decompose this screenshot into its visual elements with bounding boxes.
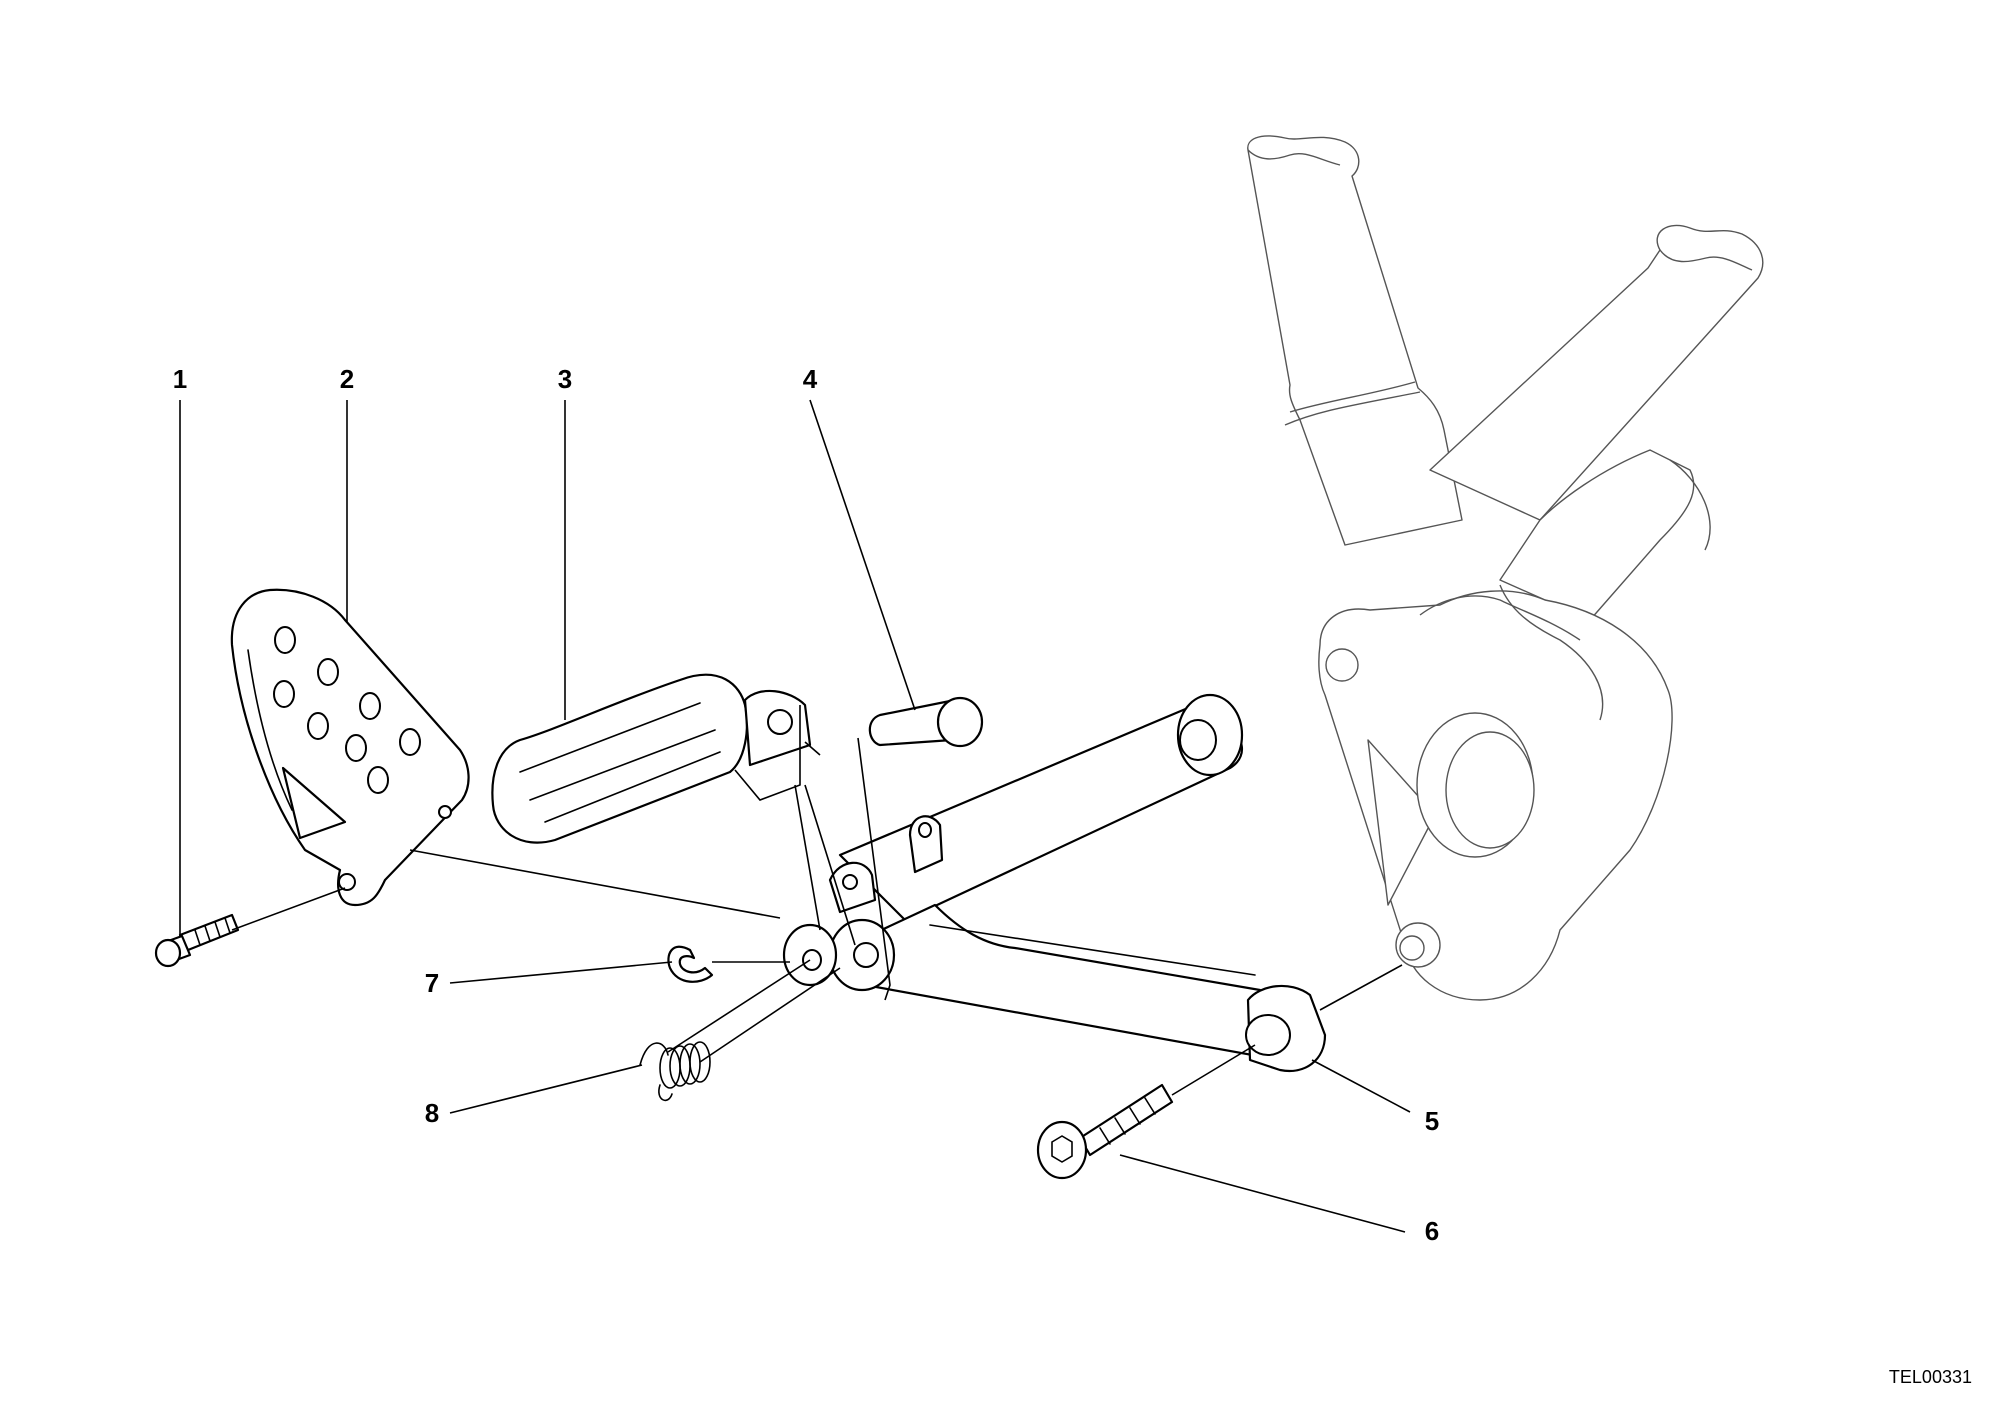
callout-2: 2 bbox=[340, 364, 354, 394]
circlip bbox=[667, 945, 714, 983]
callout-5: 5 bbox=[1425, 1106, 1439, 1136]
callout-numbers: 1 2 3 4 5 6 7 8 bbox=[173, 364, 1439, 1246]
socket-head-screw bbox=[1036, 1083, 1174, 1180]
callout-7: 7 bbox=[425, 968, 439, 998]
callout-3: 3 bbox=[558, 364, 572, 394]
screw bbox=[154, 913, 240, 968]
frame-section bbox=[1247, 135, 1764, 1001]
callout-leaders bbox=[179, 399, 1411, 1233]
callout-1: 1 bbox=[173, 364, 187, 394]
assembly-lines bbox=[231, 705, 1403, 1096]
footrest-bracket bbox=[782, 693, 1327, 1073]
callout-8: 8 bbox=[425, 1098, 439, 1128]
heel-guard-plate bbox=[230, 588, 470, 907]
return-spring bbox=[639, 1041, 711, 1102]
callout-6: 6 bbox=[1425, 1216, 1439, 1246]
footpeg-rubber bbox=[491, 673, 812, 844]
pivot-pin bbox=[868, 696, 984, 748]
callout-4: 4 bbox=[803, 364, 818, 394]
reference-code: TEL00331 bbox=[1888, 1367, 1972, 1387]
